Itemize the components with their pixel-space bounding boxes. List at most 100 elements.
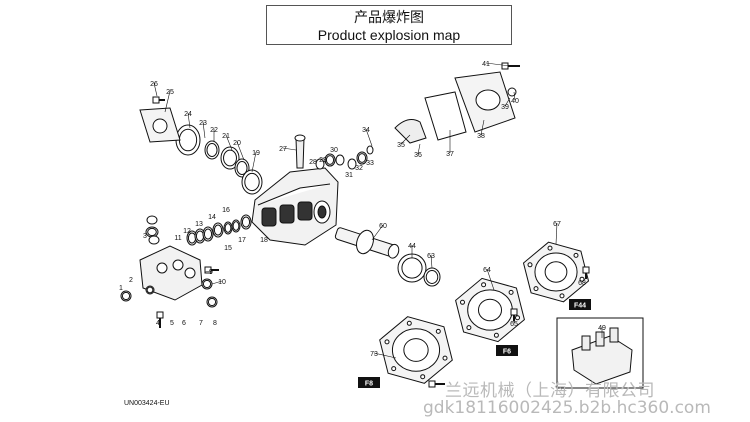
bottom-plug [206,296,218,308]
part-number-label: 15 [224,245,232,252]
part-number-label: 67 [553,221,561,228]
bearing [397,253,427,283]
leader-line [251,151,257,173]
part-number-label: 23 [199,120,207,127]
part-number-label: 2 [129,277,133,284]
part-number-label: 38 [477,133,485,140]
valve-seal-14 [212,222,224,238]
part-number-label: 64 [483,267,491,274]
part-number-label: 49 [598,325,606,332]
part-number-label: 39 [501,104,509,111]
cover-plug [507,87,517,97]
part-drawings [120,62,644,389]
nozzle-seal [145,285,155,295]
leader-line [486,268,495,291]
manifold-stud [156,311,164,328]
part-number-label: 34 [362,127,370,134]
leader-line [480,119,485,136]
part-number-label: 3 [143,233,147,240]
flange-f44 [522,241,590,303]
part-number-label: 32 [355,165,363,172]
seal-33 [366,145,374,155]
seal-32 [356,151,368,165]
valve-flange [139,107,181,143]
variant-tag: F6 [496,345,518,356]
part-number-label: 9 [209,269,213,276]
part-number-label: 40 [511,98,519,105]
manifold-bolt [204,266,219,274]
part-number-label: 37 [446,151,454,158]
leader-line [365,128,373,147]
leader-line [211,280,223,285]
part-number-label: 27 [279,146,287,153]
variant-tag: F8 [358,377,380,388]
title-english: Product explosion map [317,27,461,43]
drawing-code: UN003424-EU [124,400,170,407]
part-number-label: 14 [208,214,216,221]
watermark-url: gdk18116002425.b2b.hc360.com [423,398,711,418]
part-number-label: 8 [213,320,217,327]
leader-line [204,270,212,273]
part-number-label: 41 [482,61,490,68]
variant-tag-label: F8 [365,381,373,388]
variant-tag-label: F6 [503,349,511,356]
part-number-label: 22 [210,127,218,134]
leader-line [282,147,297,151]
leader-line [236,141,245,161]
part-number-label: 36 [414,152,422,159]
side-plug [201,278,213,290]
leader-line [164,90,171,113]
seal-ring-22 [204,140,220,160]
valve-seal-17 [240,214,252,230]
part-number-label: 10 [218,279,226,286]
leader-line [581,277,587,283]
part-number-label: 11 [174,235,181,242]
part-number-label: 4 [156,320,160,327]
seal-31 [347,158,357,170]
f8-bolt [428,380,445,388]
part-number-label: 68 [578,280,586,287]
cap-3 [148,235,160,245]
flange-screw [152,96,165,104]
flange-f8 [379,316,453,384]
part-number-label: 26 [150,81,158,88]
connecting-rod [394,119,427,144]
part-number-label: 33 [366,160,374,167]
part-number-label: 19 [252,150,260,157]
seal-ring-19 [241,169,263,195]
part-number-label: 25 [166,89,174,96]
part-number-label: 13 [195,221,203,228]
leader-line [430,254,433,269]
cover-bolt [501,62,520,70]
part-number-label: 1 [119,285,123,292]
part-number-label: 7 [199,320,203,327]
cap-1 [146,215,158,225]
leader-line [371,224,384,241]
part-number-label: 17 [238,237,246,244]
manifold-assembly [571,327,633,385]
leader-line [153,82,158,97]
leader-line [187,112,191,129]
part-number-label: 73 [370,351,378,358]
seal-28 [315,158,325,170]
valve-seal-13 [202,226,214,242]
seal-30 [335,154,345,166]
seal-ring-21 [220,146,240,170]
part-number-label: 6 [182,320,186,327]
leader-line [504,97,511,107]
part-number-label: 28 [309,159,317,166]
part-number-label: 60 [379,223,387,230]
valve-seal-15 [223,221,233,235]
seal-29 [324,153,336,167]
leader-line [555,222,558,245]
part-number-label: 31 [345,172,353,179]
oil-filler-cap [294,134,306,142]
leader-line [225,134,233,151]
part-number-label: 12 [183,228,191,235]
part-number-label: 63 [427,253,435,260]
part-number-label: 44 [408,243,416,250]
part-number-label: 35 [397,142,405,149]
part-number-label: 65 [510,321,518,328]
leader-line [202,121,206,139]
